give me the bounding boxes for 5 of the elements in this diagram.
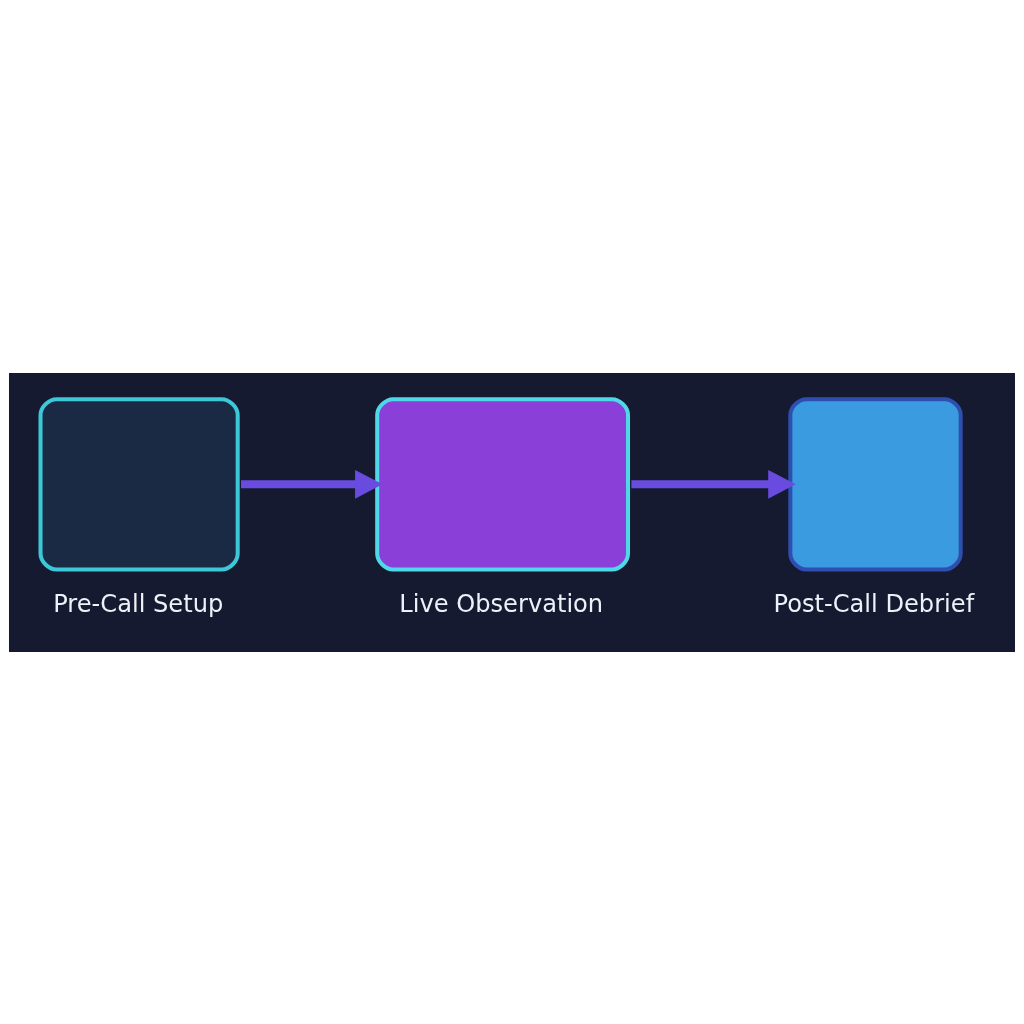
node-label: Post-Call Debrief [773, 589, 975, 618]
arrow [631, 469, 796, 499]
node-label: Live Observation [399, 589, 604, 618]
arrow [241, 469, 383, 499]
node-label: Pre-Call Setup [53, 589, 224, 618]
